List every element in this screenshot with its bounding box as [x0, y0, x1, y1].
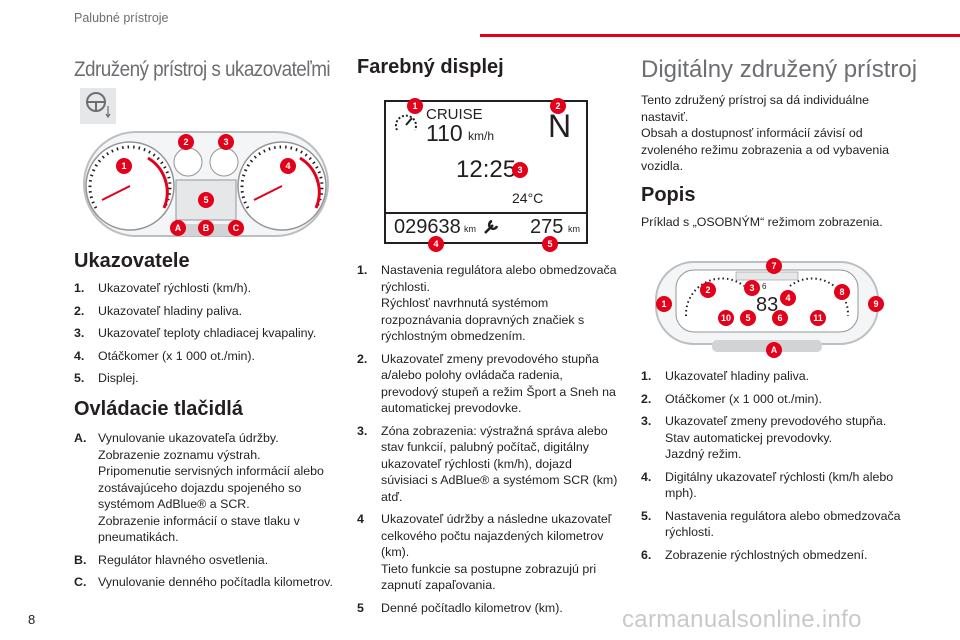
- display-marker-3: 3: [512, 162, 528, 178]
- list-item: 5 Denné počítadlo kilometrov (km).: [357, 600, 563, 615]
- display-marker-1: 1: [407, 98, 423, 114]
- display-speed: 110: [426, 120, 463, 146]
- section-header: Palubné prístroje: [74, 11, 169, 25]
- display-marker-5: 5: [542, 236, 558, 252]
- cluster-marker-2: 2: [178, 134, 194, 150]
- list-item: 5. Nastavenia regulátora alebo obmedzova…: [641, 508, 901, 540]
- digital-marker-3: 3: [744, 280, 760, 296]
- display-speed-unit: km/h: [468, 129, 495, 143]
- list-item: 2.Ukazovateľ hladiny paliva.: [74, 303, 243, 318]
- list-item: A. Vynulovanie ukazovateľa údržby. Zobra…: [74, 431, 324, 544]
- cluster-marker-3: 3: [218, 134, 234, 150]
- list-item: 4. Digitálny ukazovateľ rýchlosti (km/h …: [641, 469, 894, 501]
- list-item: 2. Otáčkomer (x 1 000 ot./min).: [641, 391, 823, 406]
- ukazovatele-list: 1.Ukazovateľ rýchlosti (km/h). 2.Ukazova…: [74, 280, 334, 393]
- display-cruise-label: CRUISE: [426, 106, 483, 123]
- list-item: 4 Ukazovateľ údržby a následne ukazovate…: [357, 512, 612, 592]
- popis-list: 1. Ukazovateľ hladiny paliva. 2. Otáčkom…: [641, 368, 909, 569]
- cluster-marker-4: 4: [280, 158, 296, 174]
- digital-cluster-intro: Tento združený prístroj sa dá individuál…: [641, 93, 889, 173]
- digital-marker-1: 1: [656, 296, 672, 312]
- digital-marker-7: 7: [766, 258, 782, 274]
- digital-marker-a: A: [766, 342, 782, 358]
- cluster-marker-1: 1: [116, 158, 132, 174]
- display-odometer-unit: km: [464, 224, 476, 234]
- header-accent-bar: [480, 34, 960, 37]
- page-number: 8: [28, 612, 36, 627]
- digital-marker-8: 8: [834, 284, 850, 300]
- display-trip-unit: km: [568, 224, 580, 234]
- digital-marker-6: 6: [772, 310, 788, 326]
- display-trip: 275: [530, 216, 564, 238]
- cruise-gauge-icon: [395, 114, 417, 131]
- list-item: 2. Ukazovateľ zmeny prevodového stupňa a…: [357, 351, 616, 416]
- display-marker-2: 2: [550, 98, 566, 114]
- cluster-marker-a: A: [170, 220, 186, 236]
- ukazovatele-heading: Ukazovatele: [74, 250, 190, 272]
- analog-cluster-illustration: 1 2 3 4 5 A B C: [78, 128, 334, 246]
- list-item: 3. Zóna zobrazenia: výstražná správa ale…: [357, 423, 618, 504]
- list-item: 1. Nastavenia regulátora alebo obmedzova…: [357, 263, 617, 343]
- cluster-marker-c: C: [228, 220, 244, 236]
- cluster-marker-5: 5: [198, 192, 214, 208]
- digital-marker-4: 4: [780, 290, 796, 306]
- color-display-illustration: CRUISE 110 km/h N 12:25 24°C 029638 km 2…: [384, 98, 588, 252]
- list-item: 4.Otáčkomer (x 1 000 ot./min).: [74, 348, 256, 363]
- farebny-displej-list: 1. Nastavenia regulátora alebo obmedzova…: [357, 262, 619, 622]
- analog-cluster-title: Združený prístroj s ukazovateľmi: [74, 58, 331, 81]
- display-marker-4: 4: [428, 236, 444, 252]
- list-item: 1.Ukazovateľ rýchlosti (km/h).: [74, 281, 252, 295]
- digital-cluster-illustration: D 6 83 1 2 3 4 5 6 7 8 9 10 11 A: [652, 256, 888, 358]
- list-item: 3. Ukazovateľ zmeny prevodového stupňa.S…: [641, 414, 887, 461]
- ovladacie-heading: Ovládacie tlačidlá: [74, 398, 243, 420]
- steering-wheel-icon: [80, 88, 116, 124]
- digital-gear: D 6: [754, 282, 767, 291]
- display-odometer: 029638: [394, 216, 461, 238]
- display-gear: N: [548, 108, 572, 144]
- list-item: B. Regulátor hlavného osvetlenia.: [74, 552, 269, 567]
- popis-text: Príklad s „OSOBNÝM“ režimom zobrazenia.: [641, 215, 883, 229]
- digital-marker-11: 11: [810, 310, 826, 326]
- list-item: 3.Ukazovateľ teploty chladiacej kvapalin…: [74, 326, 317, 340]
- list-item: 1. Ukazovateľ hladiny paliva.: [641, 369, 810, 383]
- digital-speed: 83: [756, 294, 779, 316]
- popis-heading: Popis: [641, 184, 696, 206]
- display-time: 12:25: [456, 156, 517, 183]
- digital-marker-2: 2: [700, 282, 716, 298]
- list-item: 6. Zobrazenie rýchlostných obmedzení.: [641, 547, 868, 562]
- wrench-icon: [484, 219, 499, 234]
- farebny-displej-heading: Farebný displej: [357, 56, 504, 78]
- cluster-marker-b: B: [198, 220, 214, 236]
- display-temperature: 24°C: [512, 190, 544, 206]
- ovladacie-list: A. Vynulovanie ukazovateľa údržby. Zobra…: [74, 430, 336, 597]
- list-item: C. Vynulovanie denného počítadla kilomet…: [74, 575, 333, 589]
- digital-marker-5: 5: [740, 310, 756, 326]
- digital-marker-9: 9: [868, 296, 884, 312]
- digital-marker-10: 10: [718, 310, 734, 326]
- digital-cluster-title: Digitálny združený prístroj: [641, 56, 918, 83]
- list-item: 5.Displej.: [74, 371, 139, 385]
- watermark: carmanualsonline.info: [622, 606, 862, 633]
